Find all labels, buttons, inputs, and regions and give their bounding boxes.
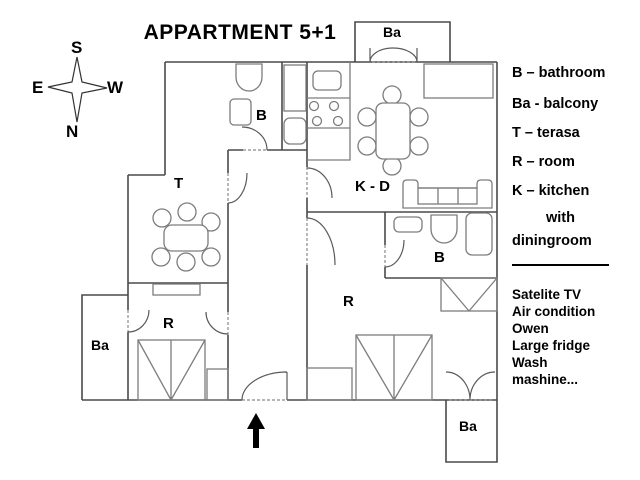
balcony-bottom-french-door <box>445 371 496 401</box>
room-left-door <box>205 311 229 335</box>
stove-burners <box>308 100 344 127</box>
compass-star-icon <box>47 56 108 123</box>
sink-right-bathroom <box>393 216 423 233</box>
sofa <box>402 179 493 209</box>
terrace-door <box>227 172 248 204</box>
wardrobe-right-room <box>355 334 433 401</box>
balcony-left-walls <box>81 294 128 400</box>
compass-west-label: W <box>107 78 124 97</box>
terrace-chairs <box>151 202 221 272</box>
window-left-room <box>152 283 201 296</box>
feature-item: Satelite TV <box>512 287 582 302</box>
walls <box>81 21 498 463</box>
legend-balcony: Ba - balcony <box>512 96 599 112</box>
entrance-door <box>241 371 288 401</box>
door-arcs <box>127 47 496 401</box>
legend-kitchen-diningroom: diningroom <box>512 233 592 249</box>
compass-east-label: E <box>32 78 44 97</box>
toilet-top <box>235 63 263 92</box>
compass-north-label: N <box>66 122 79 141</box>
label-room-left: R <box>163 315 174 332</box>
cabinet-right-room <box>306 367 353 401</box>
feature-item: Owen <box>512 321 549 336</box>
dining-table <box>375 102 411 160</box>
entrance-arrow-icon <box>247 413 265 448</box>
shower-cabin <box>283 64 307 112</box>
kitchen-door <box>306 167 333 199</box>
feature-list: Satelite TV Air condition Owen Large fri… <box>512 286 608 388</box>
label-balcony-left: Ba <box>91 337 109 353</box>
door-openings <box>127 61 492 401</box>
label-kitchen-dining: K - D <box>355 178 390 195</box>
balcony-top-walls <box>354 21 451 62</box>
legend-terrace: T – terasa <box>512 125 580 141</box>
legend-bathroom: B – bathroom <box>512 65 606 81</box>
feature-item: Wash mashine... <box>512 355 579 387</box>
balcony-left-door <box>127 309 150 333</box>
compass-south-label: S <box>71 38 83 57</box>
legend-kitchen: K – kitchen <box>512 183 590 199</box>
bathroom-top-door <box>241 126 268 151</box>
label-room-right: R <box>343 293 354 310</box>
legend-divider <box>512 264 609 266</box>
kitchen-counter <box>307 62 351 161</box>
feature-item: Large fridge <box>512 338 591 353</box>
label-bathroom-right: B <box>434 249 445 266</box>
cabinet-left-room <box>206 368 229 401</box>
bathroom-right-door <box>384 239 405 268</box>
label-bathroom-top: B <box>256 107 267 124</box>
legend-kitchen-with: with <box>546 210 575 226</box>
sink-top-bathroom <box>229 98 252 126</box>
legend-room: R – room <box>512 154 575 170</box>
kitchen-corner-counter <box>423 63 494 99</box>
label-balcony-top: Ba <box>383 24 401 40</box>
wardrobe-left-room <box>137 339 206 401</box>
label-balcony-bottom: Ba <box>459 418 477 434</box>
balcony-bottom-walls <box>445 400 498 463</box>
washer-right-bathroom <box>465 212 493 256</box>
label-terrace: T <box>174 175 184 192</box>
kitchen-sink <box>312 70 342 91</box>
feature-item: Air condition <box>512 304 596 319</box>
washer-top-bathroom <box>283 117 307 145</box>
balcony-top-french-door <box>369 47 418 63</box>
room-right-door <box>306 217 336 266</box>
closet-small <box>440 277 498 312</box>
page-title: APPARTMENT 5+1 <box>143 21 337 44</box>
furniture <box>137 62 498 401</box>
toilet-right <box>430 214 458 244</box>
dining-chairs <box>357 85 429 176</box>
terrace-table <box>163 224 209 252</box>
